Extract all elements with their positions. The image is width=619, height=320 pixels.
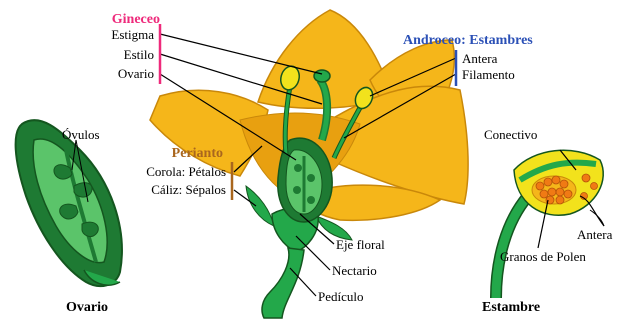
antera-label: Antera bbox=[462, 52, 497, 66]
pediculo-label: Pedículo bbox=[318, 290, 364, 304]
corola-label: Corola: Pétalos bbox=[146, 165, 226, 179]
estambre-caption: Estambre bbox=[482, 300, 540, 315]
ovario-label: Ovario bbox=[118, 67, 154, 81]
nectario-label: Nectario bbox=[332, 264, 377, 278]
ovary-detail-illustration bbox=[16, 120, 122, 286]
filamento-label: Filamento bbox=[462, 68, 515, 82]
perianto-heading: Perianto bbox=[172, 146, 223, 161]
ovulos-label: Óvulos bbox=[62, 128, 100, 142]
caliz-label: Cáliz: Sépalos bbox=[151, 183, 226, 197]
androceo-heading: Androceo: Estambres bbox=[403, 33, 533, 48]
gineceo-heading: Gineceo bbox=[112, 12, 160, 27]
conectivo-label: Conectivo bbox=[484, 128, 537, 142]
ovario-caption: Ovario bbox=[66, 300, 108, 315]
eje-floral-label: Eje floral bbox=[336, 238, 385, 252]
granos-polen-label: Granos de Polen bbox=[500, 250, 586, 264]
stamen-detail-illustration bbox=[496, 150, 604, 298]
estilo-label: Estilo bbox=[124, 48, 154, 62]
estigma-label: Estigma bbox=[111, 28, 154, 42]
antera-detail-label: Antera bbox=[577, 228, 612, 242]
